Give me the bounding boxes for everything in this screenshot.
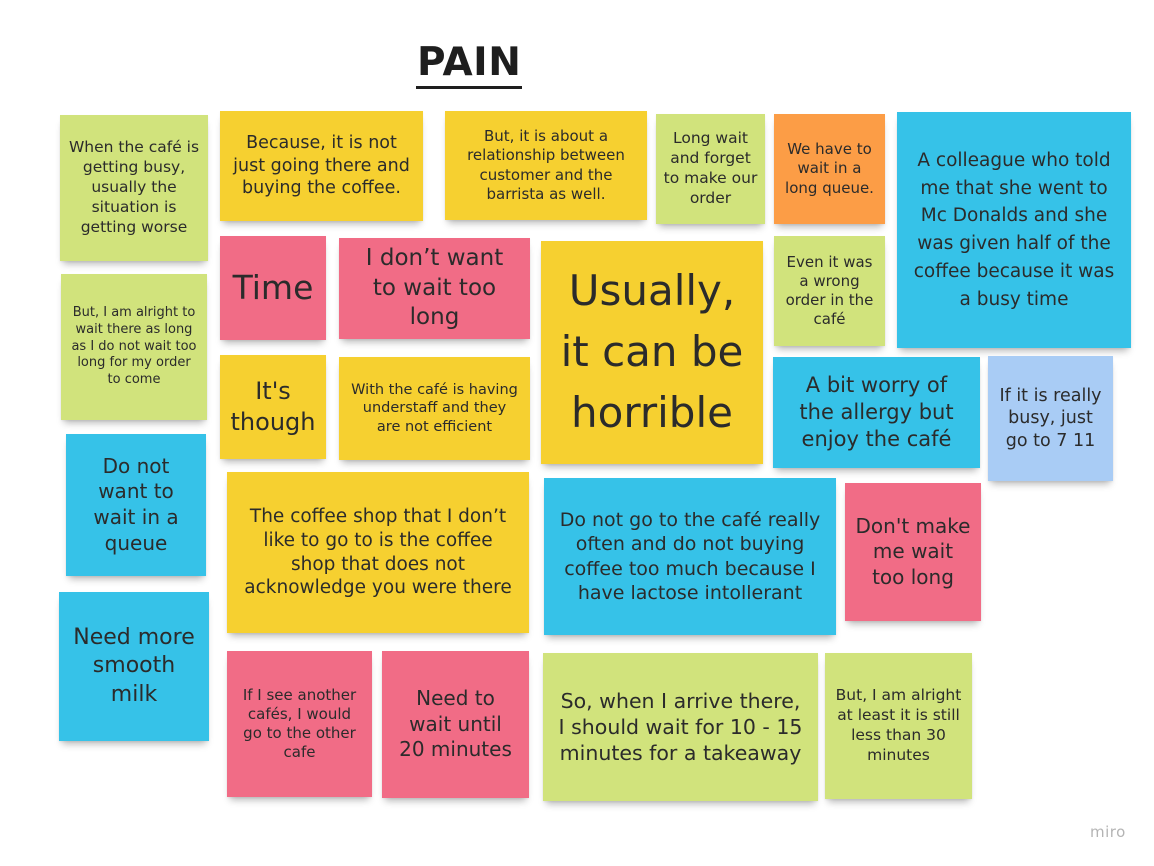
sticky-note-text: If I see another cafés, I would go to th…: [242, 685, 357, 762]
sticky-note-text: It's though: [230, 377, 316, 436]
sticky-note-text: But, I am alright to wait there as long …: [71, 305, 197, 387]
sticky-note-7-11[interactable]: If it is really busy, just go to 7 11: [988, 356, 1113, 481]
sticky-note-less-than-30[interactable]: But, I am alright at least it is still l…: [825, 653, 972, 799]
sticky-note-its-though[interactable]: It's though: [220, 355, 326, 459]
sticky-note-relationship[interactable]: But, it is about a relationship between …: [445, 111, 647, 220]
sticky-note-text: Even it was a wrong order in the café: [785, 252, 874, 329]
sticky-note-text: Long wait and forget to make our order: [663, 129, 758, 207]
sticky-note-mc-donalds[interactable]: A colleague who told me that she went to…: [897, 112, 1131, 348]
sticky-note-not-just-coffee[interactable]: Because, it is not just going there and …: [220, 111, 423, 221]
sticky-note-text: I don’t want to wait too long: [365, 245, 504, 331]
sticky-note-text: If it is really busy, just go to 7 11: [999, 385, 1102, 451]
sticky-note-text: A colleague who told me that she went to…: [913, 149, 1115, 310]
sticky-note-text: Because, it is not just going there and …: [233, 133, 410, 199]
sticky-note-no-queue[interactable]: Do not want to wait in a queue: [66, 434, 206, 576]
sticky-note-forget-order[interactable]: Long wait and forget to make our order: [656, 114, 765, 224]
sticky-note-text: With the café is having understaff and t…: [351, 381, 518, 435]
sticky-note-text: Time: [232, 267, 314, 307]
sticky-note-text: Usually, it can be horrible: [560, 266, 744, 437]
sticky-note-takeaway-wait[interactable]: So, when I arrive there, I should wait f…: [543, 653, 818, 801]
sticky-note-usually-horrible[interactable]: Usually, it can be horrible: [541, 241, 763, 464]
sticky-note-alright-to-wait[interactable]: But, I am alright to wait there as long …: [61, 274, 207, 420]
sticky-note-text: When the café is getting busy, usually t…: [68, 138, 200, 236]
sticky-note-text: We have to wait in a long queue.: [785, 140, 874, 197]
sticky-note-smooth-milk[interactable]: Need more smooth milk: [59, 592, 209, 741]
sticky-note-understaff[interactable]: With the café is having understaff and t…: [339, 357, 530, 460]
sticky-note-text: A bit worry of the allergy but enjoy the…: [799, 373, 954, 451]
sticky-note-time[interactable]: Time: [220, 236, 326, 340]
sticky-note-text: Do not want to wait in a queue: [93, 453, 179, 555]
sticky-note-cafe-busy[interactable]: When the café is getting busy, usually t…: [60, 115, 208, 261]
sticky-note-lactose[interactable]: Do not go to the café really often and d…: [544, 478, 836, 635]
sticky-note-allergy[interactable]: A bit worry of the allergy but enjoy the…: [773, 357, 980, 468]
sticky-note-text: But, it is about a relationship between …: [467, 127, 625, 203]
sticky-note-dont-want-wait[interactable]: I don’t want to wait too long: [339, 238, 530, 339]
board-title: PAIN: [416, 40, 523, 89]
sticky-note-dont-make-me-wait[interactable]: Don't make me wait too long: [845, 483, 981, 621]
sticky-note-text: The coffee shop that I don’t like to go …: [244, 506, 512, 599]
sticky-note-text: Don't make me wait too long: [855, 513, 971, 589]
sticky-note-20-minutes[interactable]: Need to wait until 20 minutes: [382, 651, 529, 798]
sticky-note-text: Need to wait until 20 minutes: [399, 686, 512, 762]
miro-watermark: miro: [1090, 823, 1126, 841]
sticky-note-acknowledge[interactable]: The coffee shop that I don’t like to go …: [227, 472, 529, 633]
sticky-note-text: But, I am alright at least it is still l…: [835, 686, 962, 764]
sticky-note-text: So, when I arrive there, I should wait f…: [558, 688, 803, 766]
sticky-note-wrong-order[interactable]: Even it was a wrong order in the café: [774, 236, 885, 346]
sticky-note-other-cafe[interactable]: If I see another cafés, I would go to th…: [227, 651, 372, 797]
sticky-note-text: Need more smooth milk: [73, 625, 195, 707]
sticky-note-text: Do not go to the café really often and d…: [559, 508, 821, 604]
sticky-note-long-queue[interactable]: We have to wait in a long queue.: [774, 114, 885, 224]
